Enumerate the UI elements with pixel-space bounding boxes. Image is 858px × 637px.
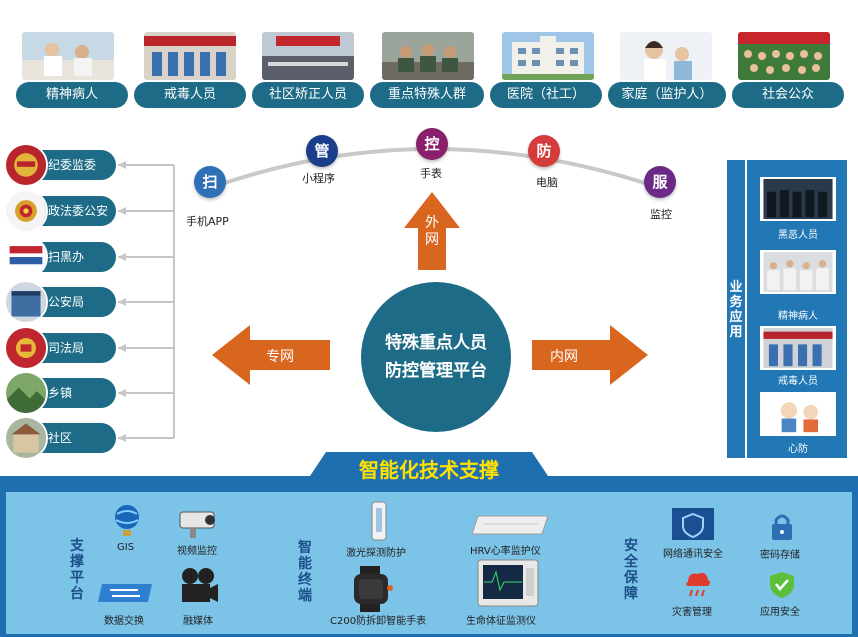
bottom-item-label: 视频监控: [177, 546, 217, 557]
section-label-text: 智能终端: [298, 540, 312, 604]
bottom-item-label: GIS: [117, 542, 135, 553]
bottom-item-label: HRV心率监护仪: [470, 546, 541, 557]
node-prevent: 防: [528, 135, 560, 167]
business-app-title: 业务应用: [727, 280, 745, 340]
photo-community-correction: [262, 32, 354, 80]
section-label-platform: 支撑平台: [68, 538, 86, 602]
arrow-right-label: 内网: [550, 349, 578, 365]
top-group-label: 重点特殊人群: [370, 82, 484, 108]
photo-drug-rehab-small: [760, 326, 836, 370]
top-group-label: 医院（社工）: [490, 82, 602, 108]
photo-mental-patient: [22, 32, 114, 80]
agency-label: 公安局: [48, 295, 85, 309]
top-group-label: 社会公众: [732, 82, 844, 108]
agency-label: 政法委公安: [48, 204, 109, 218]
agency-item: 政法委公安: [4, 189, 116, 233]
bottom-item-label: 灾害管理: [672, 607, 712, 618]
agency-label: 纪委监委: [48, 158, 97, 172]
bottom-item-label: 激光探测防护: [346, 548, 406, 559]
business-app-label: 戒毒人员: [778, 376, 818, 387]
section-label-text: 支撑平台: [70, 538, 84, 602]
bottom-item-label: C200防拆卸智能手表: [330, 616, 427, 627]
node-caption: 监控: [650, 208, 672, 221]
section-label-security: 安全保障: [622, 538, 640, 602]
arrow-left: [212, 325, 330, 385]
business-app-label: 心防: [788, 444, 808, 455]
bottom-item-label: 应用安全: [760, 607, 800, 618]
agency-item: 纪委监委: [4, 143, 116, 187]
film-camera-icon: [182, 568, 218, 602]
arrow-left-label: 专网: [266, 349, 294, 365]
agency-item: 乡镇: [4, 371, 116, 415]
bottom-item-label: 网络通讯安全: [663, 549, 723, 560]
agency-item: 司法局: [4, 326, 116, 370]
photo-gang-members: [760, 177, 836, 221]
agency-label: 乡镇: [48, 386, 73, 400]
node-caption: 小程序: [302, 172, 335, 185]
laser-detector-icon: [371, 501, 387, 541]
data-switch-icon: [98, 584, 152, 602]
vital-signs-monitor-icon: [477, 559, 539, 607]
node-manage: 管: [306, 135, 338, 167]
node-control: 控: [416, 128, 448, 160]
top-group-label: 戒毒人员: [134, 82, 246, 108]
node-caption: 手机APP: [186, 215, 229, 228]
center-title-line2: 防控管理平台: [385, 361, 487, 381]
bottom-item-label: 生命体征监测仪: [466, 616, 536, 627]
center-title-line1: 特殊重点人员: [385, 333, 487, 353]
photo-mind-prevention: [760, 392, 836, 436]
anti-crime-banner-icon: [4, 235, 48, 279]
police-station-icon: [4, 280, 48, 324]
section-label-text: 安全保障: [624, 538, 638, 602]
agency-item: 公安局: [4, 280, 116, 324]
agency-label: 扫黑办: [48, 250, 85, 264]
police-badge-icon: [4, 189, 48, 233]
smart-watch-icon: [354, 566, 393, 612]
arrow-up: [404, 192, 460, 270]
disaster-management-icon: [686, 572, 710, 597]
hrv-monitor-pad-icon: [471, 515, 549, 535]
business-app-title-text: 业务应用: [729, 280, 743, 340]
section-label-terminal: 智能终端: [296, 540, 314, 604]
app-security-shield-icon: [770, 572, 794, 598]
bottom-item-label: 密码存储: [760, 550, 800, 561]
top-group-label: 家庭（监护人）: [608, 82, 726, 108]
discipline-emblem-icon: [4, 143, 48, 187]
agency-label: 司法局: [48, 341, 85, 355]
camera-icon: [179, 511, 215, 538]
bottom-item-label: 数据交换: [104, 616, 144, 627]
business-app-label: 精神病人: [778, 311, 818, 322]
photo-family: [620, 32, 712, 80]
agency-item: 社区: [4, 416, 116, 460]
tech-support-title: 智能化技术支撑: [359, 458, 499, 482]
password-lock-icon: [772, 514, 792, 540]
node-scan: 扫: [194, 166, 226, 198]
panel-title-strip: [727, 160, 745, 458]
township-landscape-icon: [4, 371, 48, 415]
agency-bracket: [118, 164, 175, 439]
bottom-item-label: 融媒体: [183, 616, 213, 627]
top-group-label: 精神病人: [16, 82, 128, 108]
node-caption: 手表: [420, 167, 442, 180]
photo-key-special-group: [382, 32, 474, 80]
gis-globe-icon: [115, 505, 139, 536]
top-group-label: 社区矫正人员: [252, 82, 364, 108]
node-caption: 电脑: [536, 176, 558, 189]
center-platform: 特殊重点人员 防控管理平台: [361, 282, 511, 432]
photo-public: [738, 32, 830, 80]
arrow-up-label: 外网: [425, 215, 439, 248]
agency-item: 扫黑办: [4, 235, 116, 279]
judicial-emblem-icon: [4, 326, 48, 370]
arrow-right: [532, 325, 648, 385]
business-app-label: 黑恶人员: [778, 230, 818, 241]
agency-label: 社区: [48, 431, 73, 445]
community-building-icon: [4, 416, 48, 460]
photo-hospital: [502, 32, 594, 80]
node-service: 服: [644, 166, 676, 198]
photo-mental-ward: [760, 250, 836, 294]
network-security-shield-icon: [672, 508, 714, 540]
photo-drug-rehab: [144, 32, 236, 80]
